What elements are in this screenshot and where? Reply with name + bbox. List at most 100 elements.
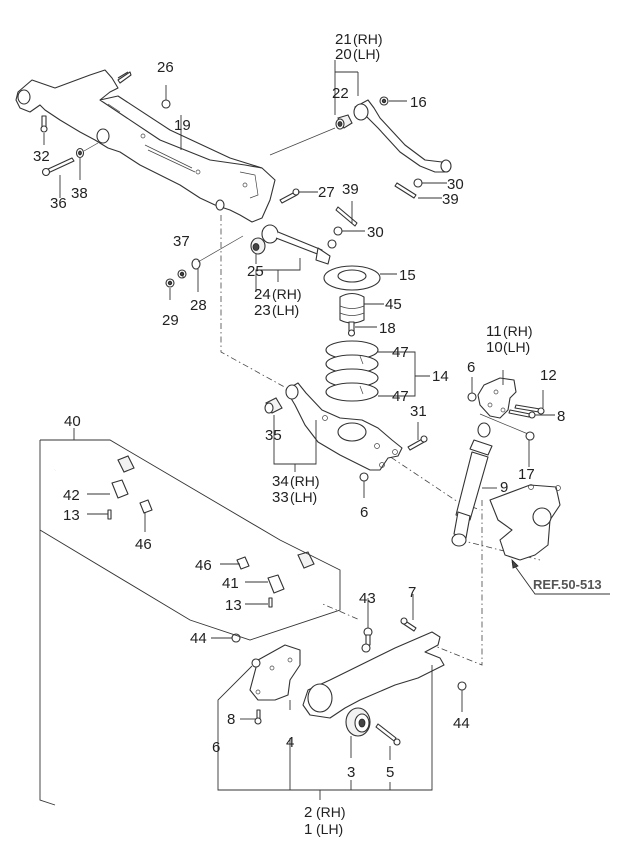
coil-spring-14[interactable] — [325, 340, 379, 402]
label-7: 7 — [408, 584, 416, 601]
label-30a: 30 — [367, 224, 384, 241]
label-34-rh: (RH) — [290, 473, 320, 489]
label-27: 27 — [318, 184, 335, 201]
bracket-41[interactable] — [267, 574, 285, 594]
label-14: 14 — [432, 368, 449, 385]
label-8b: 8 — [557, 408, 565, 425]
bolt-13b[interactable] — [268, 597, 273, 608]
label-6c: 6 — [212, 739, 220, 756]
label-38: 38 — [71, 185, 88, 202]
nut-6c[interactable] — [251, 658, 261, 668]
label-11: 11 — [486, 323, 502, 340]
label-40: 40 — [64, 413, 81, 430]
lateral-link-23-24[interactable] — [261, 224, 337, 265]
washer-37[interactable] — [177, 269, 187, 279]
label-22: 22 — [332, 85, 349, 102]
bolt-8a[interactable] — [254, 709, 262, 725]
bushing-35[interactable] — [264, 397, 283, 414]
label-20-lh: (LH) — [353, 46, 380, 62]
label-28: 28 — [190, 297, 207, 314]
bushing-46b[interactable] — [236, 556, 250, 570]
rear-knuckle[interactable] — [489, 484, 561, 561]
leader-lines — [43, 60, 610, 800]
upper-arm-20-21[interactable] — [353, 99, 452, 173]
stabilizer-link-43[interactable] — [361, 627, 373, 653]
label-12: 12 — [540, 367, 557, 384]
nut-16[interactable] — [379, 96, 389, 106]
label-10-lh: (LH) — [503, 339, 530, 355]
nut-29[interactable] — [165, 278, 175, 288]
washer-38[interactable] — [75, 147, 85, 159]
mount-bracket-4[interactable] — [249, 644, 301, 701]
callout-labels: 21 (RH) 20 (LH) 22 16 26 19 32 36 38 27 … — [33, 31, 602, 838]
label-31: 31 — [410, 403, 427, 420]
cotter-pin-39a[interactable] — [335, 206, 358, 227]
label-24: 24 — [254, 286, 271, 303]
nut-6a[interactable] — [467, 392, 477, 402]
bolt-12[interactable] — [514, 404, 545, 415]
label-33: 33 — [272, 489, 289, 506]
bushing-3[interactable] — [345, 707, 371, 737]
bolt-13a[interactable] — [107, 509, 112, 520]
label-44b: 44 — [453, 715, 470, 732]
nut-30a[interactable] — [333, 226, 343, 236]
bolt-18[interactable] — [347, 321, 356, 337]
label-43: 43 — [359, 590, 376, 607]
shock-absorber-9[interactable] — [451, 422, 493, 547]
lower-arm-33-34[interactable] — [285, 382, 403, 471]
label-1: 1 — [304, 821, 312, 838]
label-10: 10 — [486, 339, 503, 356]
trailing-arm-1-2[interactable] — [302, 631, 445, 719]
label-13a: 13 — [63, 507, 80, 524]
bolt-7[interactable] — [400, 617, 417, 632]
spring-seat-15[interactable] — [323, 265, 381, 291]
label-9: 9 — [500, 479, 508, 496]
label-4: 4 — [286, 734, 294, 751]
bracket-10-11[interactable] — [477, 377, 517, 419]
label-46a: 46 — [135, 536, 152, 553]
bolt-icon — [117, 71, 132, 84]
bushing-22[interactable] — [335, 114, 353, 130]
reference-label: REF.50-513 — [533, 577, 602, 592]
label-25: 25 — [247, 263, 264, 280]
bushing-28[interactable] — [191, 258, 201, 270]
label-2-rh: (RH) — [316, 804, 346, 820]
label-23: 23 — [254, 302, 271, 319]
crossmember-19[interactable] — [15, 69, 276, 223]
label-1-lh: (LH) — [316, 821, 343, 837]
bolt-32[interactable] — [40, 115, 48, 133]
nut-26[interactable] — [161, 99, 171, 109]
label-26: 26 — [157, 59, 174, 76]
label-39a: 39 — [342, 181, 359, 198]
label-3: 3 — [347, 764, 355, 781]
cotter-pin-39b[interactable] — [394, 182, 417, 199]
label-35: 35 — [265, 427, 282, 444]
bolt-31[interactable] — [407, 435, 428, 451]
label-24-rh: (RH) — [272, 286, 302, 302]
bolt-36[interactable] — [41, 157, 75, 177]
label-19: 19 — [174, 117, 191, 134]
nut-6b[interactable] — [359, 472, 369, 482]
nut-44b[interactable] — [457, 681, 467, 691]
bolt-8b[interactable] — [508, 409, 536, 419]
label-21: 21 — [335, 31, 352, 48]
label-23-lh: (LH) — [272, 302, 299, 318]
label-6b: 6 — [360, 504, 368, 521]
label-15: 15 — [399, 267, 416, 284]
label-20: 20 — [335, 46, 352, 63]
bushing-46a[interactable] — [139, 499, 153, 514]
nut-17[interactable] — [525, 431, 535, 441]
bump-stopper-45[interactable] — [339, 292, 365, 324]
nut-30b[interactable] — [413, 178, 423, 188]
label-16: 16 — [410, 94, 427, 111]
bushing-25[interactable] — [250, 237, 266, 255]
label-46b: 46 — [195, 557, 212, 574]
label-36: 36 — [50, 195, 67, 212]
label-29: 29 — [162, 312, 179, 329]
label-17: 17 — [518, 466, 535, 483]
bracket-42[interactable] — [111, 479, 129, 499]
label-30b: 30 — [447, 176, 464, 193]
label-42: 42 — [63, 487, 80, 504]
bolt-5[interactable] — [375, 723, 401, 746]
